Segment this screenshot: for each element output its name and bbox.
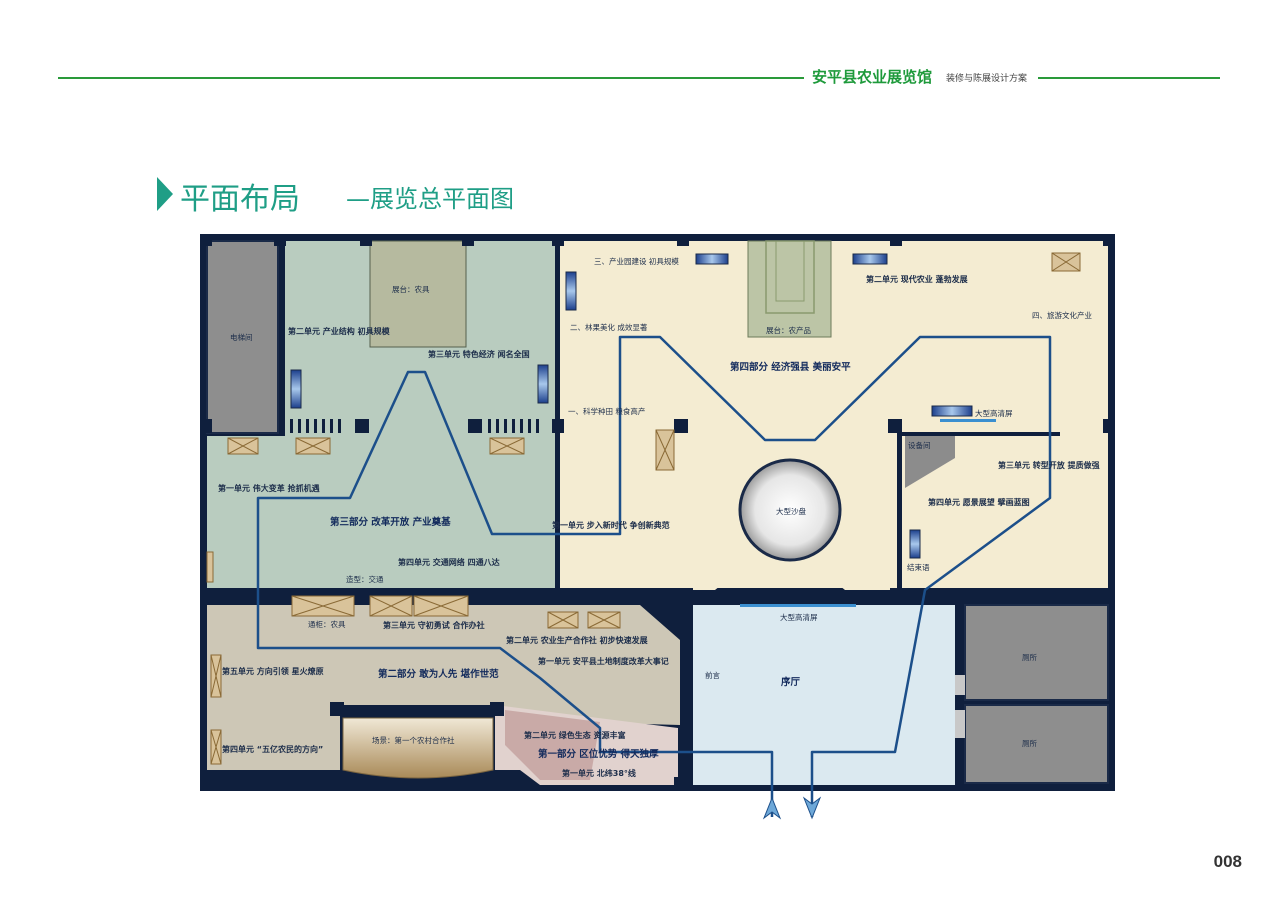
farm-products-booth [747, 240, 832, 338]
page-number: 008 [1213, 852, 1242, 871]
part2-title: 第二部分 敢为人先 堪作世范 [378, 668, 499, 680]
toilet-label-1: 厕所 [1022, 652, 1038, 662]
coop-scene [342, 717, 494, 779]
display-cases [206, 252, 1081, 765]
brand-subtitle: 装修与陈展设计方案 [946, 74, 1028, 84]
visitor-route [256, 335, 1052, 817]
lobby-label: 序厅 [781, 676, 801, 688]
screens [290, 253, 996, 607]
foreword-label: 前言 [705, 670, 720, 680]
p4-unit2: 第二单元 现代农业 蓬勃发展 [866, 274, 968, 284]
p4-section1: 一、科学种田 粮食高产 [568, 406, 645, 416]
part1-accent [505, 710, 600, 780]
farm-products-booth-label: 展台：农产品 [766, 325, 811, 335]
p4-section4: 四、旅游文化产业 [1032, 310, 1092, 320]
brand-title: 安平县农业展览馆 [812, 68, 933, 86]
p3-unit2: 第二单元 产业结构 初具规模 [288, 326, 391, 336]
pillars [200, 234, 1115, 791]
p1-unit1: 第一单元 北纬38°线 [562, 768, 636, 778]
part4-title: 第四部分 经济强县 美丽安平 [730, 361, 851, 373]
elevator-label: 电梯间 [230, 332, 253, 342]
p2-unit2: 第二单元 农业生产合作社 初步快速发展 [506, 635, 648, 645]
exit-arrow-icon [802, 796, 822, 820]
p2-unit5: 第五单元 方向引领 星火燎原 [222, 666, 324, 676]
equipment-room [905, 436, 955, 488]
part3-title: 第三部分 改革开放 产业奠基 [330, 516, 451, 528]
stair-stripes [290, 419, 539, 433]
big-screen-label-1: 大型高清屏 [975, 408, 1013, 418]
farm-tools-booth [369, 240, 467, 348]
p3-unit1: 第一单元 伟大变革 抢抓机遇 [218, 483, 320, 493]
farm-tools-booth-label: 展台：农具 [392, 284, 430, 294]
p3-unit4: 第四单元 交通网络 四通八达 [398, 557, 500, 567]
p4-unit1: 第一单元 步入新时代 争创新典范 [552, 520, 670, 530]
coop-scene-label: 场景：第一个农村合作社 [372, 735, 455, 745]
toilet-label-2: 厕所 [1022, 738, 1038, 748]
sandtable [738, 458, 842, 562]
p2-unit3: 第三单元 守初勇试 合作办社 [383, 620, 485, 630]
equipment-label: 设备间 [908, 440, 931, 450]
epilogue-label: 结束语 [907, 562, 930, 572]
toilet-room-1 [964, 604, 1109, 701]
tools-cabinet-label: 通柜：农具 [308, 619, 346, 629]
elevator-room [206, 240, 279, 434]
header-rule-right [1038, 77, 1220, 79]
header-rule-left [58, 77, 804, 79]
p3-unit3: 第三单元 特色经济 闻名全国 [428, 349, 530, 359]
p2-unit1: 第一单元 安平县土地制度改革大事记 [538, 656, 669, 666]
entry-arrow-icon [762, 796, 782, 820]
lobby [693, 605, 955, 785]
p1-unit2: 第二单元 绿色生态 资源丰富 [524, 730, 626, 740]
p4-unit4: 第四单元 愿景展望 擘画蓝图 [928, 497, 1030, 507]
toilet-room-2 [964, 704, 1109, 784]
page-title: 平面布局 [180, 182, 300, 217]
part2-hall [207, 605, 680, 770]
big-screen-label-2: 大型高清屏 [780, 612, 818, 622]
p4-section3: 三、产业园建设 初具规模 [594, 256, 679, 266]
part3-hall [207, 241, 555, 588]
p4-unit3: 第三单元 转型开放 提质做强 [998, 460, 1100, 470]
title-arrow-icon [157, 177, 173, 211]
p2-unit4: 第四单元 “五亿农民的方向” [222, 744, 323, 754]
part1-title: 第一部分 区位优势 得天独厚 [538, 748, 659, 760]
sandtable-label: 大型沙盘 [776, 506, 806, 516]
p4-section2: 二、林果美化 成效显著 [570, 322, 648, 332]
transport-model-label: 造型：交通 [346, 574, 384, 584]
page-subtitle: —展览总平面图 [346, 185, 514, 213]
